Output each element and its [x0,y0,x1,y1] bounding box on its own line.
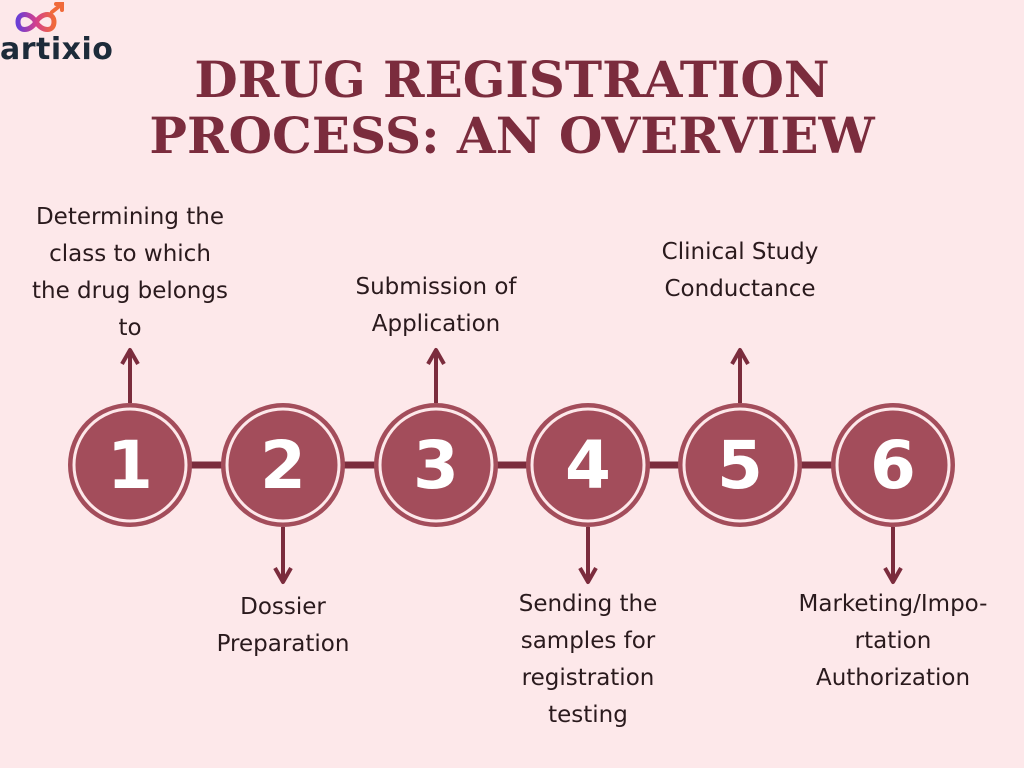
title-line-1: DRUG REGISTRATION [194,50,830,109]
step-6-circle: 6 [831,403,955,527]
step-2-circle: 2 [221,403,345,527]
step-5-circle: 5 [678,403,802,527]
step-3-label: Submission of Application [355,274,517,337]
logo: artixio [0,2,140,72]
logo-text: artixio [0,32,114,67]
step-5-label: Clinical Study Conductance [661,239,819,302]
step-4-number: 4 [565,427,611,504]
page-title: DRUG REGISTRATION PROCESS: AN OVERVIEW [0,52,1024,164]
step-circles: 1 2 3 4 5 6 [68,403,955,527]
step-2-label: Dossier Preparation [216,594,350,657]
infinity-arrow-icon [15,2,64,32]
step-6-arrow-icon [883,527,903,584]
title-line-2: PROCESS: AN OVERVIEW [149,106,875,165]
step-2-number: 2 [260,427,306,504]
step-4-label: Sending the samples for registration tes… [518,591,658,728]
step-1-label: Determining the class to which the drug … [32,204,228,341]
step-2-arrow-icon [273,527,293,584]
step-6-label: Marketing/Impo- rtation Authorization [798,591,988,691]
step-5-number: 5 [717,427,763,504]
step-6-number: 6 [870,427,916,504]
step-1-circle: 1 [68,403,192,527]
step-3-arrow-icon [426,348,446,403]
step-4-arrow-icon [578,527,598,584]
step-5-arrow-icon [730,348,750,403]
step-arrows [120,348,903,584]
step-4-circle: 4 [526,403,650,527]
step-1-arrow-icon [120,348,140,403]
step-1-number: 1 [107,427,153,504]
step-3-circle: 3 [374,403,498,527]
step-3-number: 3 [413,427,459,504]
